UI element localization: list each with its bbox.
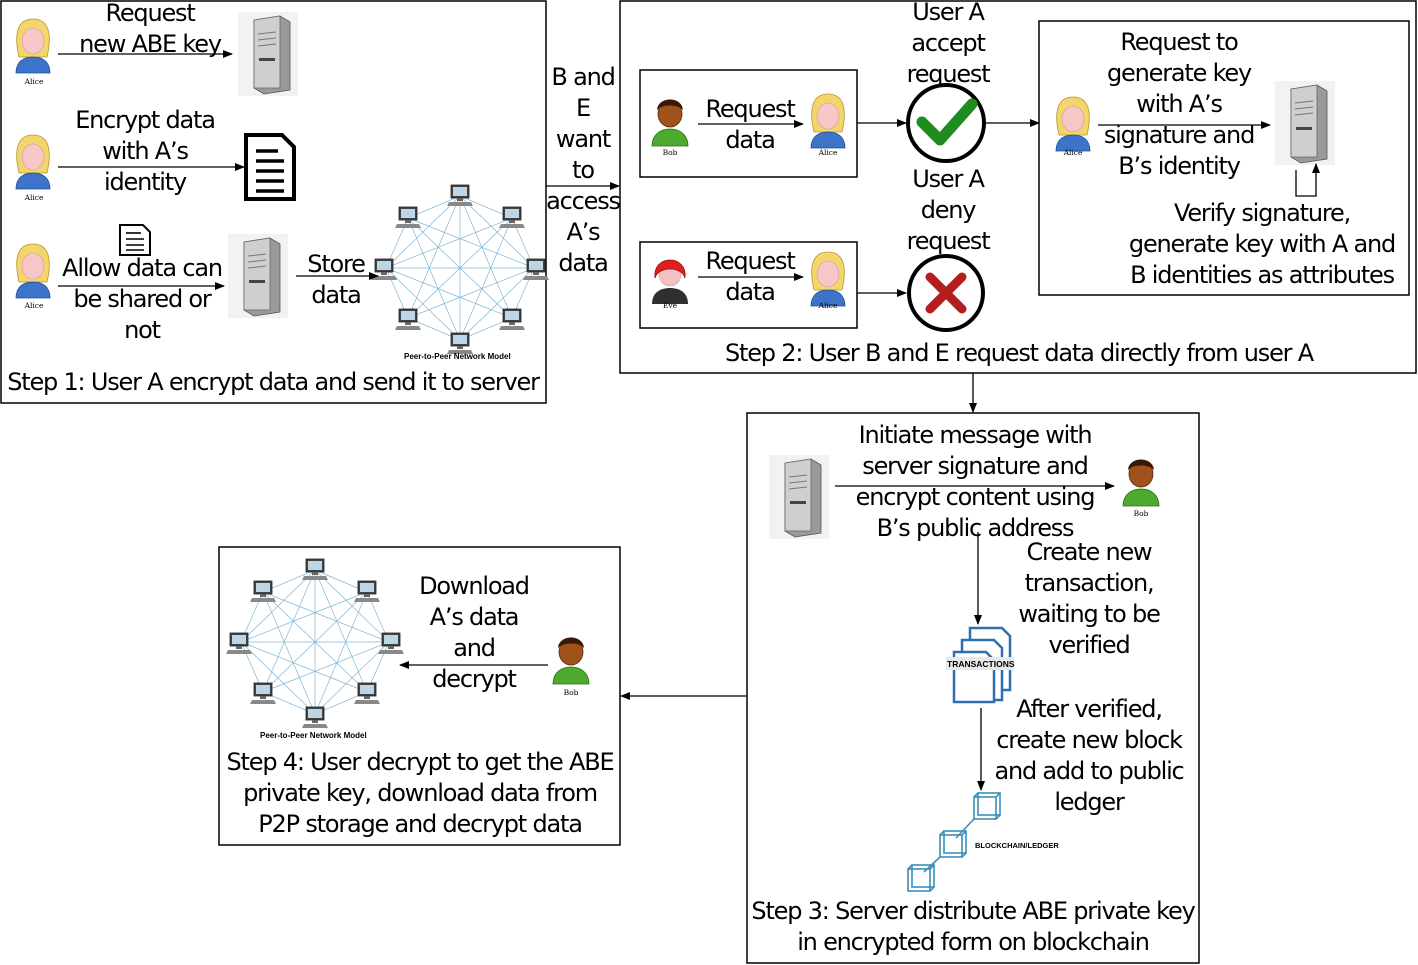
alice-avatar-6 [1055, 96, 1091, 152]
blockchain-icon [907, 792, 1001, 892]
server-keygen-box [1038, 20, 1410, 296]
eve-name: Eve [662, 301, 678, 310]
alice-name-5: Alice [818, 301, 838, 310]
request-data-bob-label: Request data [705, 95, 795, 154]
bob-avatar-3 [552, 637, 590, 685]
step1-box [0, 0, 547, 404]
alice-name-4: Alice [818, 148, 838, 157]
step2-box [619, 0, 1417, 374]
server-icon-3 [1274, 80, 1336, 166]
encrypt-label: Encrypt data with A’s identity [75, 106, 216, 196]
create-tx-label: Create new transaction, waiting to be ve… [1018, 538, 1160, 659]
alice-avatar-2 [15, 134, 51, 190]
bob-avatar-1 [651, 99, 689, 147]
transactions-label: TRANSACTIONS [947, 659, 1015, 669]
server-icon-4 [768, 454, 830, 540]
request-data-eve-label: Request data [705, 247, 795, 306]
allow-label: Allow data can be shared or not [62, 254, 223, 344]
after-verified-label: After verified, create new block and add… [994, 695, 1184, 816]
want-access-label: B and E want to access A’s data [546, 63, 621, 277]
eve-avatar [651, 259, 689, 305]
step3-title: Step 3: Server distribute ABE private ke… [751, 897, 1195, 956]
transactions-icon [946, 626, 1014, 704]
download-label: Download A’s data and decrypt [419, 572, 530, 693]
alice-name-6: Alice [1063, 148, 1083, 157]
bob-name-1: Bob [662, 148, 678, 157]
network-icon-1 [371, 185, 549, 354]
alice-avatar-3 [15, 243, 51, 299]
request-key-label: Request new ABE key [79, 0, 222, 58]
request-generate-label: Request to generate key with A’s signatu… [1103, 28, 1255, 180]
alice-name-2: Alice [24, 193, 44, 202]
bob-name-2: Bob [1133, 509, 1149, 518]
bob-name-3: Bob [563, 688, 579, 697]
alice-name-3: Alice [24, 301, 44, 310]
initiate-label: Initiate message with server signature a… [855, 421, 1096, 542]
verify-label: Verify signature, generate key with A an… [1128, 199, 1396, 289]
bob-avatar-2 [1122, 459, 1160, 507]
p2p-caption-1: Peer-to-Peer Network Model [404, 352, 511, 361]
p2p-caption-2: Peer-to-Peer Network Model [260, 731, 367, 740]
blockchain-label: BLOCKCHAIN/LEDGER [975, 841, 1059, 850]
step2-title: Step 2: User B and E request data direct… [725, 339, 1314, 367]
store-label: Store data [307, 250, 366, 309]
server-icon-2 [227, 233, 289, 319]
alice-avatar-4 [810, 93, 846, 149]
arrow-verify-loop [1295, 163, 1320, 197]
deny-cross-icon [907, 254, 985, 332]
small-document-icon [119, 224, 151, 256]
network-icon-2 [226, 559, 404, 728]
accept-label: User A accept request [906, 0, 991, 88]
alice-avatar-1 [15, 18, 51, 74]
server-icon-1 [237, 11, 299, 97]
alice-name-1: Alice [24, 77, 44, 86]
accept-check-icon [906, 83, 986, 163]
step4-title: Step 4: User decrypt to get the ABE priv… [226, 748, 615, 838]
eve-request-box [639, 241, 858, 329]
document-icon [244, 133, 296, 201]
deny-label: User A deny request [906, 165, 991, 255]
step1-title: Step 1: User A encrypt data and send it … [7, 368, 540, 396]
alice-avatar-5 [810, 251, 846, 307]
step3-box [746, 412, 1200, 964]
